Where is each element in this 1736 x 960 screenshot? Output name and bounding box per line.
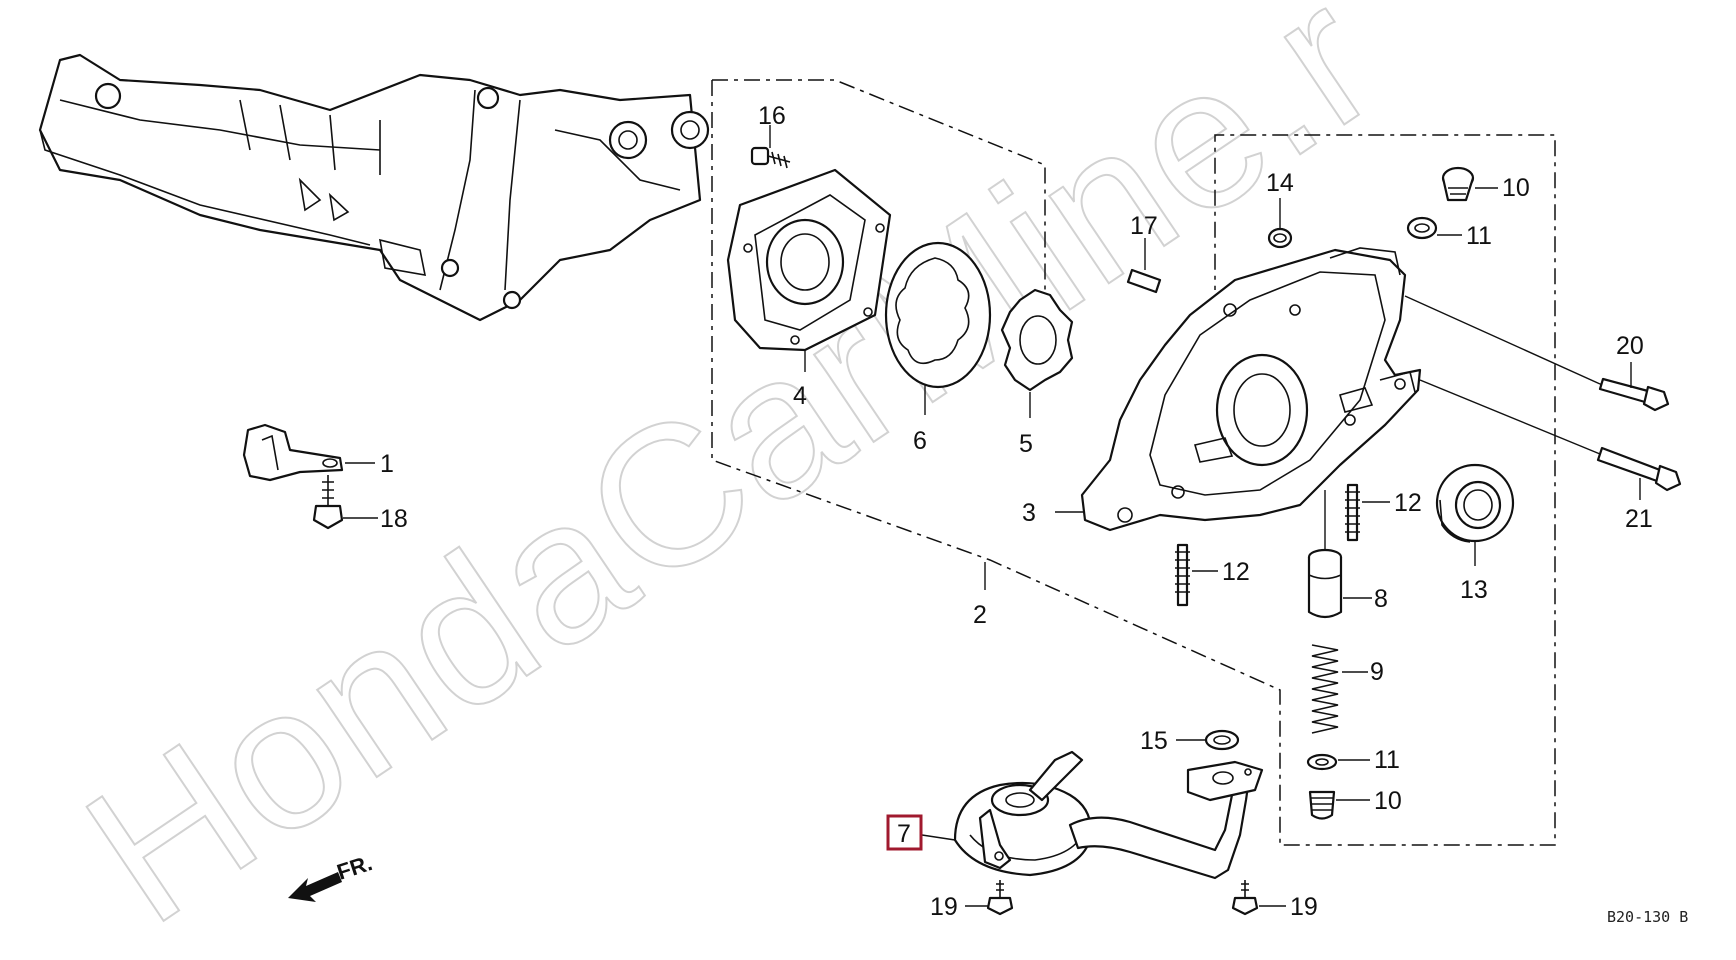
part-11-washer-bottom[interactable] <box>1306 753 1338 771</box>
assembly-boundary-2 <box>711 79 1556 846</box>
callout-9: 9 <box>1370 658 1384 686</box>
part-1-bracket[interactable] <box>242 423 344 482</box>
part-10-sealing-bolt-top[interactable] <box>1441 166 1475 202</box>
callout-6: 6 <box>913 427 927 455</box>
part-19-bolt-right[interactable] <box>1231 880 1259 916</box>
part-18-bolt[interactable] <box>312 475 344 530</box>
callout-10-top: 10 <box>1502 174 1530 202</box>
diagram-reference-code: B20-130 B <box>1607 908 1688 926</box>
callout-14: 14 <box>1266 169 1294 197</box>
callout-12-right: 12 <box>1394 489 1422 517</box>
part-13-oil-seal[interactable] <box>1435 463 1515 543</box>
part-19-bolt-left[interactable] <box>986 880 1014 916</box>
highlight-box-7 <box>886 814 923 851</box>
callout-19-left: 19 <box>930 893 958 921</box>
callout-1: 1 <box>380 450 394 478</box>
part-16-bolt[interactable] <box>750 146 791 169</box>
part-4-pump-cover[interactable] <box>726 168 892 352</box>
callout-17: 17 <box>1130 212 1158 240</box>
part-6-outer-rotor[interactable] <box>884 241 992 389</box>
part-12-stud-bolt-left[interactable] <box>1175 543 1190 607</box>
callout-16: 16 <box>758 102 786 130</box>
callout-11-bottom: 11 <box>1374 746 1400 774</box>
callout-8: 8 <box>1374 585 1388 613</box>
part-17-dowel-pin[interactable] <box>1126 268 1162 294</box>
callout-2: 2 <box>973 601 987 629</box>
part-3-oil-pump-body[interactable] <box>1080 247 1422 532</box>
callout-21: 21 <box>1625 505 1653 533</box>
callout-19-right: 19 <box>1290 893 1318 921</box>
part-15-gasket[interactable] <box>1204 729 1240 751</box>
part-10-sealing-bolt-bottom[interactable] <box>1308 790 1336 820</box>
front-direction-arrow-icon <box>288 872 342 902</box>
callout-18: 18 <box>380 505 408 533</box>
callout-5: 5 <box>1019 430 1033 458</box>
part-11-washer-top[interactable] <box>1406 216 1438 240</box>
engine-block-illustration <box>38 53 710 322</box>
callout-20: 20 <box>1616 332 1644 360</box>
callout-15: 15 <box>1140 727 1168 755</box>
callout-12-left: 12 <box>1222 558 1250 586</box>
part-12-stud-bolt-right[interactable] <box>1345 483 1360 542</box>
part-7-oil-screen[interactable] <box>953 750 1264 880</box>
part-20-bolt[interactable] <box>1598 377 1670 412</box>
part-5-inner-rotor[interactable] <box>1000 288 1074 392</box>
callout-4: 4 <box>793 382 807 410</box>
callout-13: 13 <box>1460 576 1488 604</box>
part-14-o-ring[interactable] <box>1267 227 1293 249</box>
callout-11-top: 11 <box>1466 222 1492 250</box>
callout-7: 7 <box>897 820 911 848</box>
front-direction-label: FR. <box>334 850 375 885</box>
callout-3: 3 <box>1022 499 1036 527</box>
part-9-spring[interactable] <box>1311 644 1339 734</box>
callout-10-bottom: 10 <box>1374 787 1402 815</box>
part-21-bolt[interactable] <box>1596 446 1682 492</box>
part-8-relief-piston[interactable] <box>1307 548 1343 619</box>
